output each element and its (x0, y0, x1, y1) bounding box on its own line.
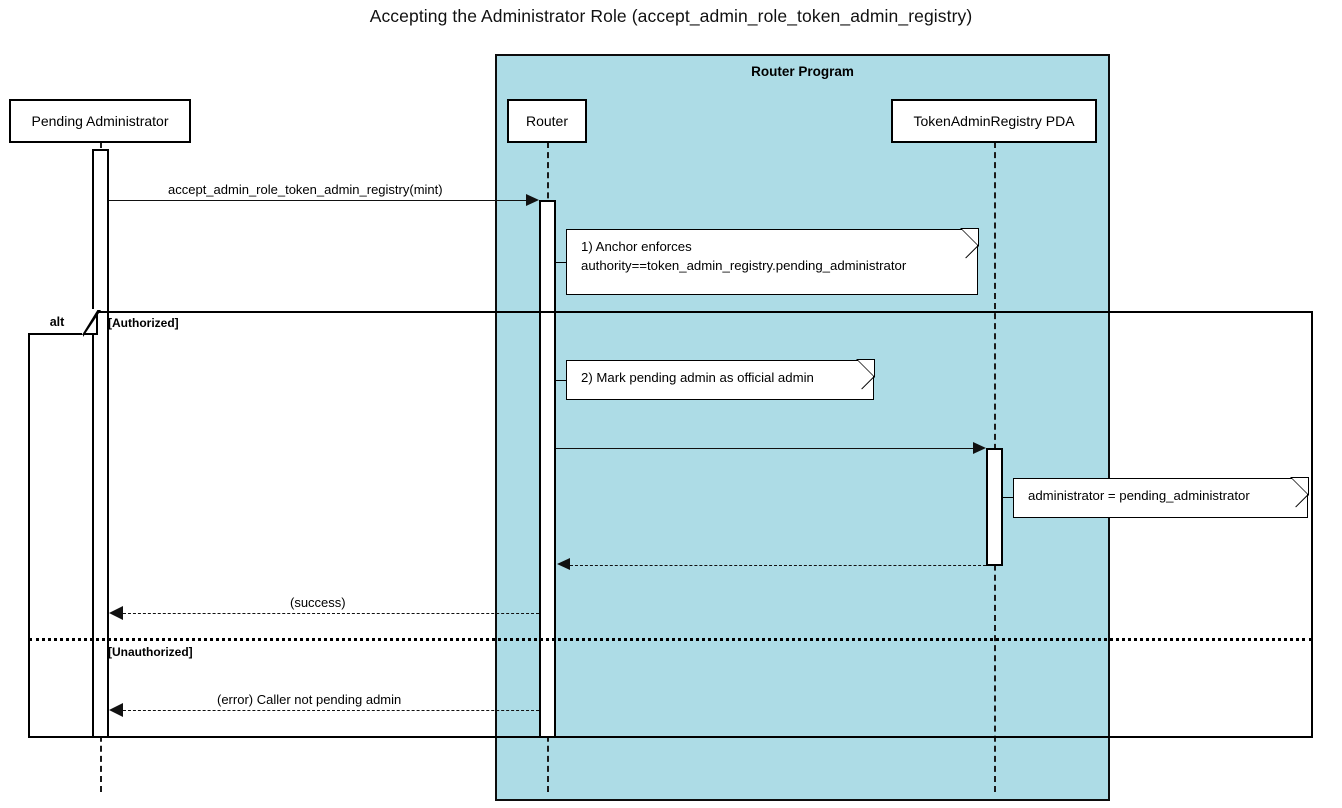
message-arrowhead-registry-return (557, 558, 570, 570)
message-line-success (123, 613, 539, 614)
group-box-router-program: Router Program (495, 54, 1110, 801)
message-arrowhead-success (109, 606, 123, 620)
message-arrowhead-error (109, 703, 123, 717)
participant-token-admin-registry-pda[interactable]: TokenAdminRegistry PDA (891, 99, 1097, 143)
note-line-2: authority==token_admin_registry.pending_… (581, 257, 907, 273)
fragment-divider (29, 638, 1312, 641)
message-line-registry-return (570, 565, 986, 566)
message-arrowhead-accept-admin-role (526, 193, 539, 206)
note-line-1: 2) Mark pending admin as official admin (581, 370, 814, 385)
diagram-title: Accepting the Administrator Role (accept… (369, 6, 973, 26)
fragment-guard-authorized: [Authorized] (108, 316, 179, 330)
activation-token-admin-registry-pda (986, 448, 1003, 566)
participant-router[interactable]: Router (507, 99, 587, 143)
note-mark-pending-admin: 2) Mark pending admin as official admin (566, 359, 875, 400)
group-box-label: Router Program (751, 64, 854, 79)
message-label-error: (error) Caller not pending admin (217, 692, 402, 707)
note-line-1: administrator = pending_administrator (1028, 488, 1250, 503)
note-stem-2 (556, 380, 568, 381)
participant-pending-administrator[interactable]: Pending Administrator (9, 99, 191, 143)
fragment-alt (28, 311, 1313, 738)
message-line-update-registry (556, 448, 975, 449)
note-anchor-enforces: 1) Anchor enforces authority==token_admi… (566, 228, 979, 295)
note-stem-1 (556, 262, 568, 263)
message-label-accept-admin-role: accept_admin_role_token_admin_registry(m… (168, 182, 443, 197)
message-label-success: (success) (290, 595, 346, 610)
participant-label: TokenAdminRegistry PDA (913, 113, 1075, 129)
fragment-operator-tab: alt (28, 309, 98, 335)
note-line-1: 1) Anchor enforces (581, 239, 692, 254)
participant-label: Pending Administrator (31, 113, 169, 129)
message-line-accept-admin-role (109, 200, 528, 201)
note-stem-3 (1003, 497, 1015, 498)
fragment-guard-unauthorized: [Unauthorized] (108, 645, 193, 659)
note-administrator-assignment: administrator = pending_administrator (1013, 477, 1309, 518)
participant-label: Router (525, 113, 569, 129)
message-line-error (123, 710, 539, 711)
message-arrowhead-update-registry (973, 441, 986, 454)
fragment-operator-label: alt (49, 315, 65, 329)
